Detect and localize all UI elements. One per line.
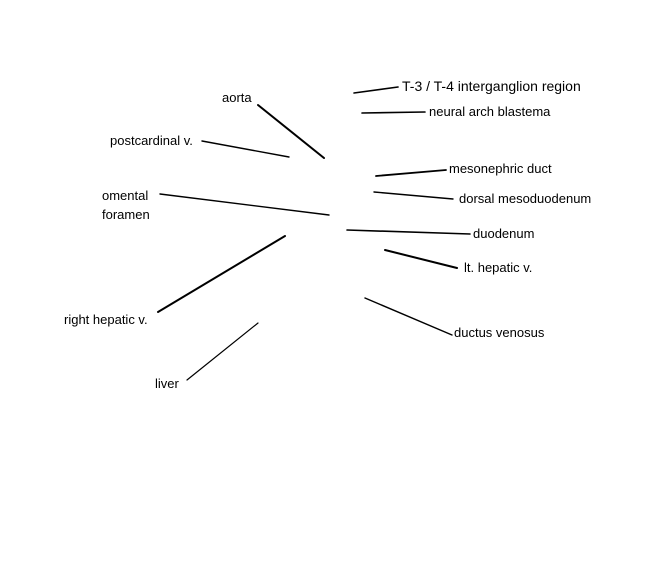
label-right-hepatic: right hepatic v. — [64, 312, 148, 327]
leader-mesonephric — [375, 169, 447, 177]
leader-liver — [186, 322, 259, 381]
label-liver: liver — [155, 376, 179, 391]
leader-aorta — [257, 104, 325, 159]
leader-dorsal-meso — [373, 191, 454, 200]
label-postcardinal: postcardinal v. — [110, 133, 193, 148]
label-dorsal-meso: dorsal mesoduodenum — [459, 191, 592, 206]
label-omental-line1: omental — [102, 188, 149, 203]
label-aorta: aorta — [222, 90, 252, 105]
label-t3-t4: T-3 / T-4 interganglion region — [402, 78, 581, 94]
leader-right-hepatic — [157, 235, 286, 313]
leader-duodenum — [346, 229, 471, 235]
label-lt-hepatic: lt. hepatic v. — [464, 260, 533, 275]
leader-omental — [159, 193, 330, 216]
label-neural-arch: neural arch blastema — [429, 104, 551, 119]
label-ductus: ductus venosus — [454, 325, 545, 340]
label-duodenum: duodenum — [473, 226, 535, 241]
label-omental-line2: foramen — [102, 207, 150, 222]
leader-postcardinal — [201, 140, 290, 158]
leader-neural-arch — [361, 111, 426, 114]
leader-ductus — [364, 297, 453, 336]
label-mesonephric: mesonephric duct — [449, 161, 552, 176]
leader-t3-t4 — [353, 86, 399, 94]
leader-lt-hepatic — [384, 249, 458, 269]
